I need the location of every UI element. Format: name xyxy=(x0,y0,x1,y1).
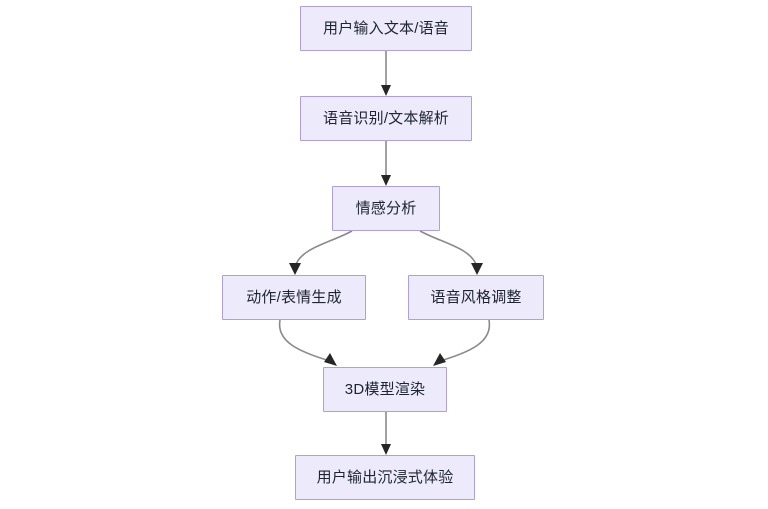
node-voice-style-adjustment[interactable]: 语音风格调整 xyxy=(408,275,544,320)
node-speech-recognition[interactable]: 语音识别/文本解析 xyxy=(300,96,472,141)
node-label: 用户输入文本/语音 xyxy=(323,19,449,37)
node-3d-model-rendering[interactable]: 3D模型渲染 xyxy=(323,367,447,412)
edge-n2-n3 xyxy=(381,141,391,186)
edge-n4-n6 xyxy=(278,319,337,366)
edge-n6-n7 xyxy=(381,412,391,455)
node-label: 情感分析 xyxy=(355,199,417,217)
node-label: 语音识别/文本解析 xyxy=(323,109,449,127)
edge-n1-n2 xyxy=(381,51,391,96)
node-label: 用户输出沉浸式体验 xyxy=(316,468,454,486)
node-label: 语音风格调整 xyxy=(430,288,522,306)
node-label: 3D模型渲染 xyxy=(344,380,426,398)
edge-n5-n6 xyxy=(433,319,491,366)
edge-n3-n4 xyxy=(289,230,353,275)
node-action-expression-generation[interactable]: 动作/表情生成 xyxy=(222,275,366,320)
node-immersive-output[interactable]: 用户输出沉浸式体验 xyxy=(295,455,475,500)
node-sentiment-analysis[interactable]: 情感分析 xyxy=(332,186,440,231)
edge-n3-n5 xyxy=(419,230,483,275)
node-label: 动作/表情生成 xyxy=(246,288,342,306)
node-user-input[interactable]: 用户输入文本/语音 xyxy=(300,6,472,51)
